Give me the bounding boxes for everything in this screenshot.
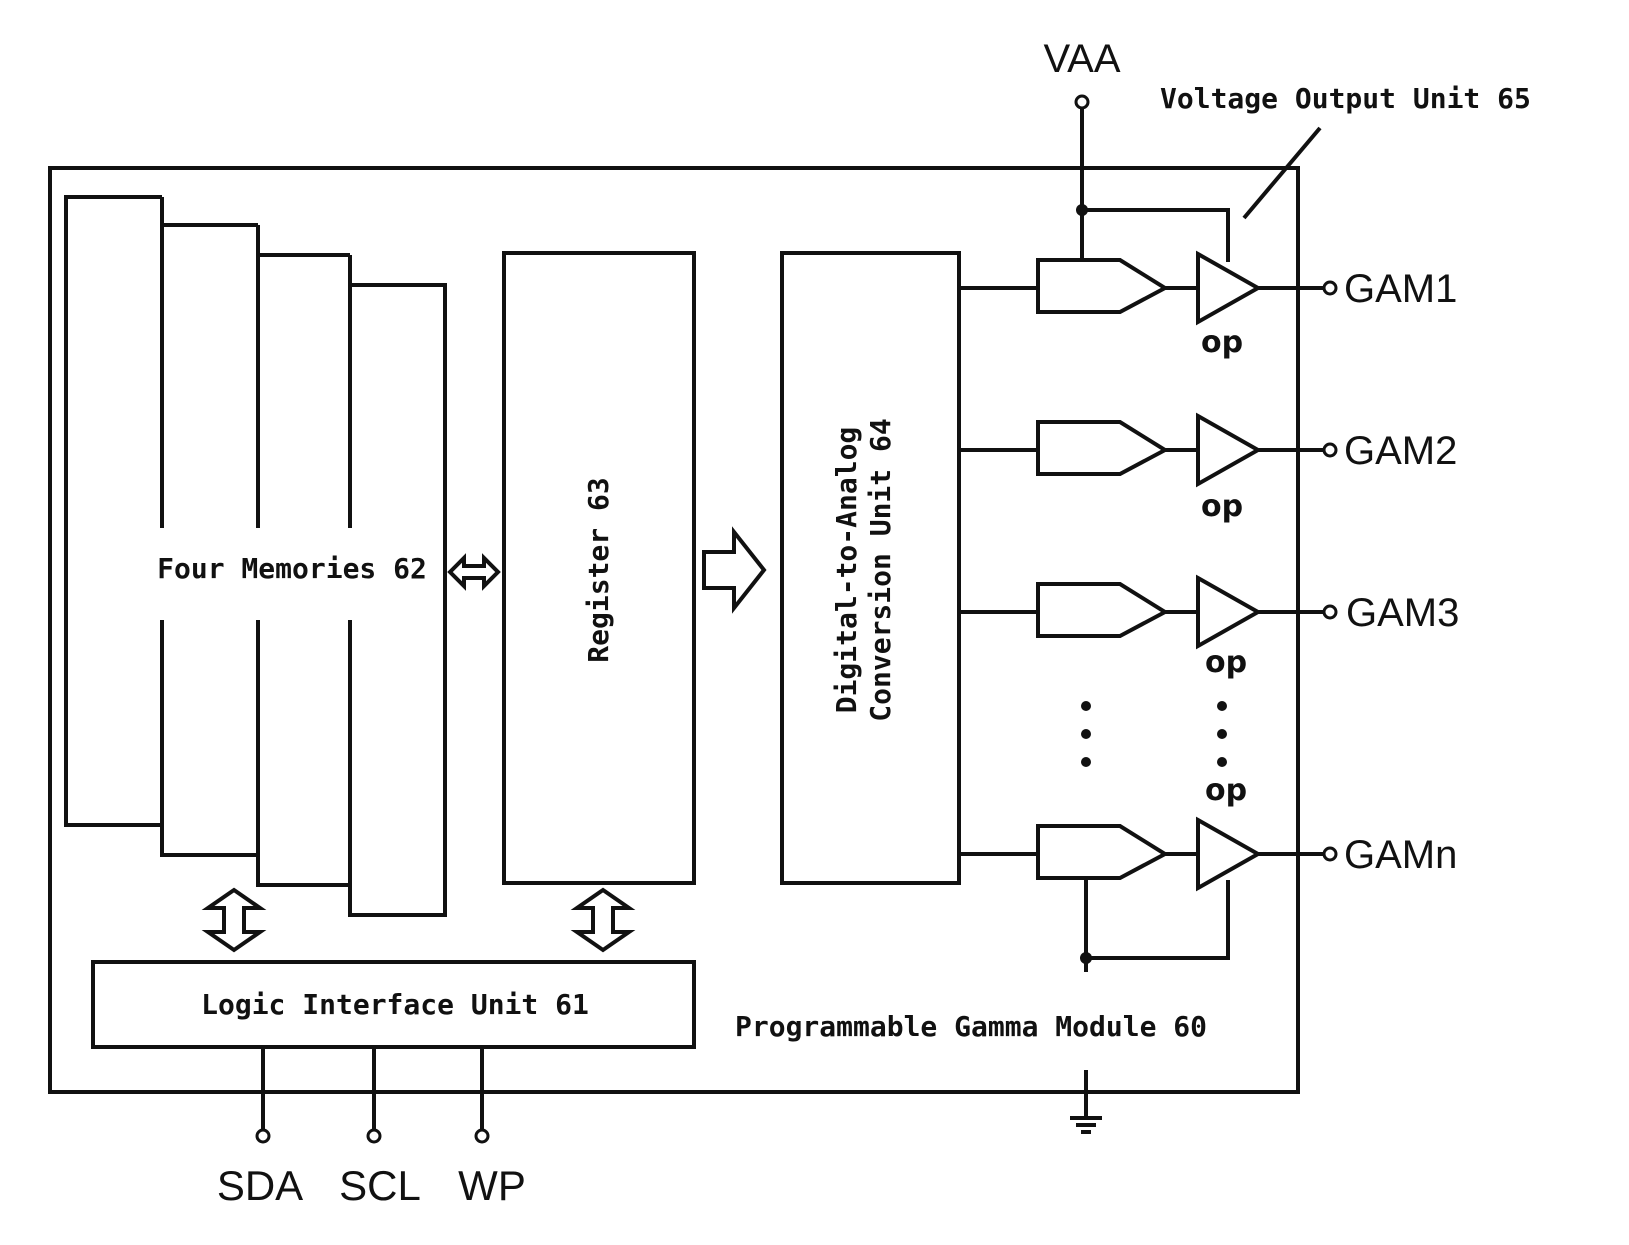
logic-interface-label: Logic Interface Unit 61 [201, 988, 589, 1021]
dac-label-line1: Digital-to-Analog [830, 427, 863, 714]
vaa-label: VAA [1043, 37, 1120, 81]
op-label-3: op [1205, 645, 1247, 680]
gam2-label: GAM2 [1344, 429, 1457, 473]
op-label-1: op [1201, 325, 1243, 360]
vaa-terminal [1076, 96, 1088, 108]
sda-label: SDA [217, 1162, 303, 1209]
gamn-label: GAMn [1344, 833, 1457, 877]
voltage-output-label: Voltage Output Unit 65 [1160, 82, 1531, 115]
dac-label-line2: Conversion Unit 64 [864, 418, 897, 721]
gam2-terminal [1324, 444, 1336, 456]
gam3-terminal [1324, 606, 1336, 618]
op-label-n-top: op [1205, 773, 1247, 808]
op-label-2: op [1201, 489, 1243, 524]
scl-terminal [368, 1130, 380, 1142]
sda-terminal [257, 1130, 269, 1142]
gamn-terminal [1324, 848, 1336, 860]
register-label: Register 63 [582, 477, 615, 662]
wp-label: WP [458, 1162, 526, 1209]
gam3-label: GAM3 [1346, 591, 1459, 635]
module-label: Programmable Gamma Module 60 [735, 1010, 1207, 1043]
wp-terminal [476, 1130, 488, 1142]
scl-label: SCL [339, 1162, 421, 1209]
gam1-terminal [1324, 282, 1336, 294]
gam1-label: GAM1 [1344, 267, 1457, 311]
memories-label: Four Memories 62 [157, 552, 427, 585]
